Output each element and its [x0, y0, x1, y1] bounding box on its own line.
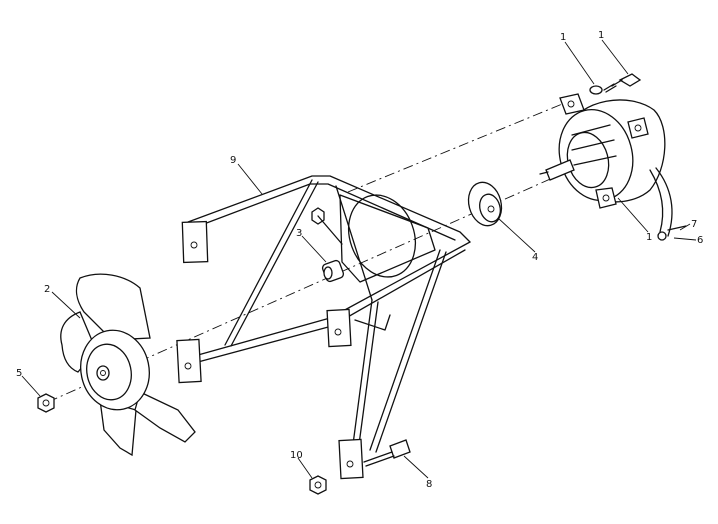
- bracket-screw: [311, 207, 343, 245]
- fan-nut: [37, 393, 55, 413]
- fan-motor: [539, 93, 687, 241]
- callout-6: 6: [697, 235, 703, 246]
- mounting-bracket: [176, 175, 471, 480]
- callout-2: 2: [44, 284, 50, 295]
- bottom-nut: [309, 475, 327, 495]
- callout-1-motor: 1: [646, 232, 652, 243]
- leader-lines: [21, 39, 697, 479]
- callout-8: 8: [426, 479, 432, 490]
- callout-1-washer: 1: [560, 32, 566, 43]
- callout-10: 10: [290, 450, 303, 461]
- callout-7: 7: [691, 219, 697, 230]
- hub-washer: [467, 181, 503, 227]
- callout-1-bolt: 1: [598, 30, 604, 41]
- callout-9: 9: [230, 155, 236, 166]
- motor-bolt-washer: [589, 73, 642, 95]
- callout-labels: 1 1 1 2 3 4 5 6 7 8 9 10: [16, 30, 703, 490]
- spacer: [321, 259, 345, 283]
- bottom-bolt: [363, 439, 411, 467]
- callout-3: 3: [296, 228, 302, 239]
- callout-5: 5: [16, 368, 22, 379]
- callout-4: 4: [532, 252, 538, 263]
- fan-blade: [60, 273, 196, 457]
